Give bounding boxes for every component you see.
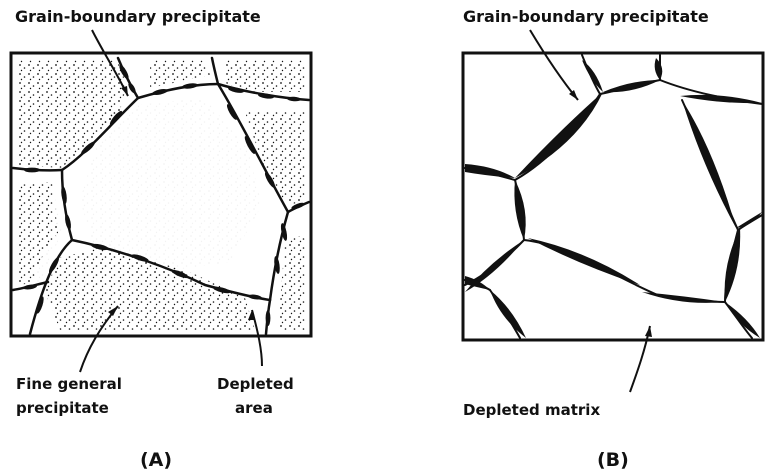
panel-a: Grain-boundary precipitate Fine general …: [11, 7, 311, 471]
caption-b: (B): [597, 449, 629, 471]
label-b-depleted-matrix: Depleted matrix: [463, 401, 600, 419]
caption-a: (A): [140, 449, 172, 471]
label-a-fine-1: Fine general: [16, 375, 122, 393]
label-a-depleted-1: Depleted: [217, 375, 294, 393]
label-a-grain-boundary: Grain-boundary precipitate: [15, 7, 261, 26]
label-a-fine-2: precipitate: [16, 399, 109, 417]
label-b-grain-boundary: Grain-boundary precipitate: [463, 7, 709, 26]
label-a-depleted-2: area: [235, 399, 273, 417]
panel-b: Grain-boundary precipitate Depleted matr…: [463, 7, 763, 471]
